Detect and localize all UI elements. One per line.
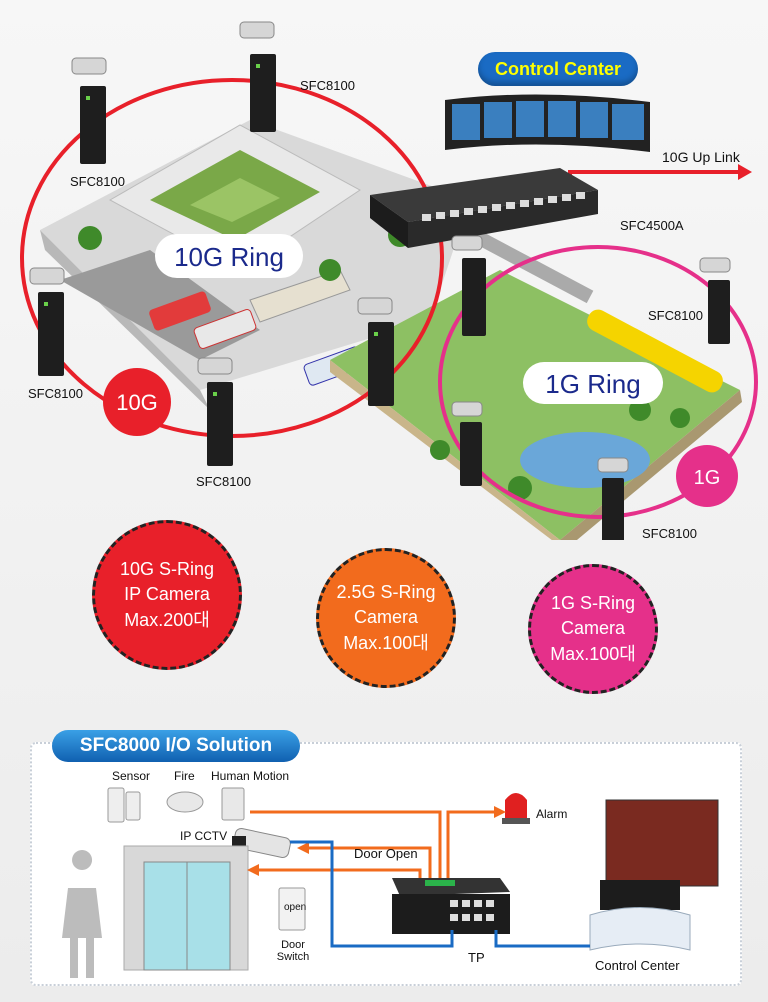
switch-label: SFC8100 — [648, 308, 703, 323]
badge-1g: 1G — [694, 467, 721, 489]
capacity-circle-1g: 1G S-Ring Camera Max.100대 — [528, 564, 658, 694]
video-wall-monitor — [605, 799, 719, 887]
camera-icon — [71, 57, 107, 75]
door-switch-icon — [278, 887, 306, 931]
tp-label: TP — [468, 950, 485, 965]
io-switch-icon — [392, 878, 510, 934]
core-switch-label: SFC4500A — [620, 218, 684, 233]
camera-icon — [699, 257, 731, 273]
core-switch-icon — [370, 168, 598, 248]
person-icon — [62, 850, 102, 978]
control-center-pill: Control Center — [478, 52, 638, 86]
fire-label: Fire — [174, 769, 195, 783]
lake — [520, 432, 650, 488]
edge-switch-icon — [207, 382, 233, 466]
edge-switch-icon — [368, 322, 394, 406]
switch-label: SFC8100 — [70, 174, 125, 189]
bus — [149, 291, 211, 331]
sensor-label: Sensor — [112, 769, 150, 783]
camera-icon — [451, 235, 483, 251]
edge-switch-icon — [38, 292, 64, 376]
sensor-icon — [107, 787, 125, 823]
edge-switch-icon — [250, 54, 276, 132]
control-center-label: Control Center — [595, 958, 680, 973]
ring-10g-label: 10G Ring — [174, 242, 284, 272]
io-diagram: Sensor Fire Human Motion Alarm IP CCTV D… — [62, 769, 719, 978]
camera-icon — [597, 457, 629, 473]
fire-detector-icon — [166, 791, 204, 813]
door-switch-button-label: open — [284, 902, 306, 913]
edge-switch-icon — [708, 280, 730, 344]
ring-1g — [438, 245, 758, 519]
edge-switch-icon — [602, 478, 624, 540]
capacity-circle-2-5g: 2.5G S-Ring Camera Max.100대 — [316, 548, 456, 688]
camera-icons — [29, 21, 731, 473]
edge-switch-icon — [460, 422, 482, 486]
capacity-circle-10g: 10G S-Ring IP Camera Max.200대 — [92, 520, 242, 670]
control-desk-icon — [600, 880, 680, 910]
train — [587, 309, 723, 393]
uplink-arrow — [568, 170, 740, 190]
switch-label: SFC8100 — [300, 78, 355, 93]
bridge — [249, 269, 351, 323]
video-wall — [445, 94, 650, 152]
alarm-label: Alarm — [536, 807, 567, 821]
ring-1g-label: 1G Ring — [545, 369, 640, 399]
camera-icon — [357, 297, 393, 315]
badge-10g: 10G — [116, 390, 158, 415]
door-switch-label: Door Switch — [276, 939, 310, 964]
switch-label: SFC8100 — [28, 386, 83, 401]
bus — [193, 309, 257, 349]
edge-switch-icon — [80, 86, 106, 164]
switch-label: SFC8100 — [642, 526, 697, 540]
uplink-label: 10G Up Link — [662, 149, 741, 165]
human-motion-label: Human Motion — [211, 769, 289, 783]
edge-switch-icons — [38, 54, 730, 540]
ip-cctv-label: IP CCTV — [180, 829, 227, 843]
camera-icon — [29, 267, 65, 285]
network-illustration: 10G Ring 1G Ring 10G 1G SFC8100 SFC8100 … — [20, 21, 758, 540]
edge-switch-icon — [462, 258, 486, 336]
camera-icon — [239, 21, 275, 39]
switch-label: SFC8100 — [196, 474, 251, 489]
io-solution-title: SFC8000 I/O Solution — [52, 730, 300, 762]
motion-sensor-icon — [221, 787, 245, 821]
control-desk — [589, 907, 691, 951]
camera-icon — [451, 401, 483, 417]
door-open-label: Door Open — [354, 846, 418, 861]
camera-icon — [197, 357, 233, 375]
alarm-icon — [505, 793, 527, 818]
